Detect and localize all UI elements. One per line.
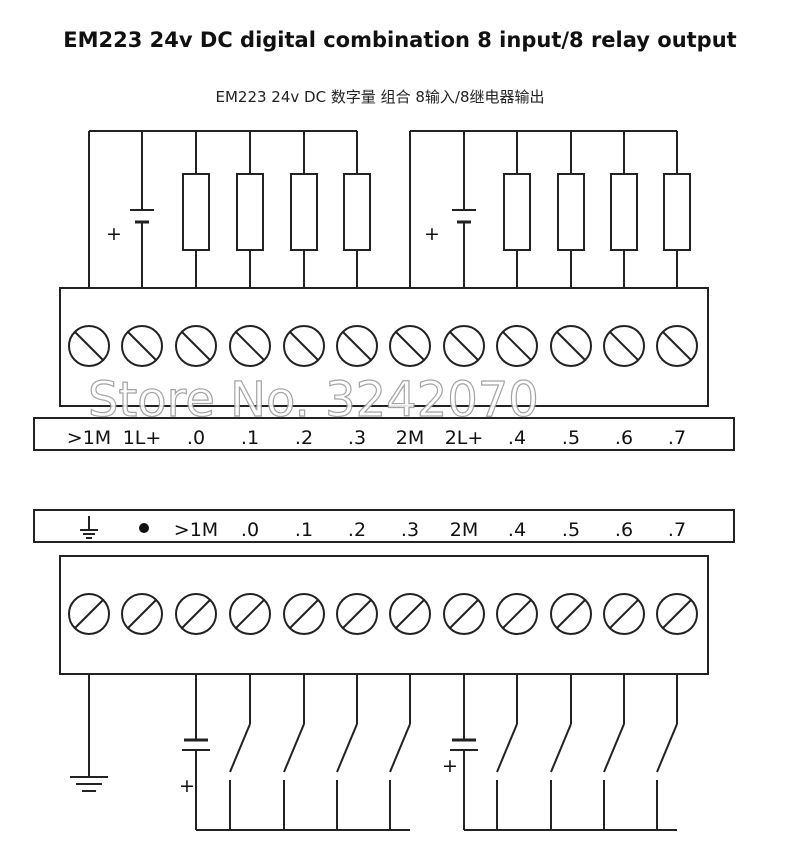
terminal-label: 2M xyxy=(450,519,478,541)
terminal-label: .4 xyxy=(508,519,526,541)
screw-slot xyxy=(556,599,586,629)
plus-sign: + xyxy=(424,223,440,245)
switch-contact xyxy=(656,723,678,773)
plus-sign: + xyxy=(442,755,458,777)
screw-slot xyxy=(662,599,692,629)
output-label-strip xyxy=(33,417,735,451)
input-terminal-block xyxy=(59,555,709,675)
switch-contact xyxy=(229,723,251,773)
screw-slot xyxy=(502,599,532,629)
screw-slot xyxy=(342,331,372,361)
store-watermark: Store No. 3242070 xyxy=(87,371,539,428)
screw-slot xyxy=(127,599,157,629)
screw-slot xyxy=(395,331,425,361)
switch-contact xyxy=(550,723,572,773)
screw-slot xyxy=(127,331,157,361)
screw-slot xyxy=(181,599,211,629)
relay-coil xyxy=(182,173,210,251)
terminal-label: .1 xyxy=(295,519,313,541)
screw-slot xyxy=(289,599,319,629)
input-screws xyxy=(68,593,698,635)
relay-coil xyxy=(610,173,638,251)
relay-coil xyxy=(663,173,691,251)
terminal-label: 2L+ xyxy=(445,427,484,449)
output-terminal-block xyxy=(59,287,709,407)
terminal-label: >1M xyxy=(174,519,218,541)
switch-contact xyxy=(603,723,625,773)
terminal-label: .3 xyxy=(348,427,366,449)
dot-symbol xyxy=(139,523,149,533)
terminal-label: 1L+ xyxy=(123,427,162,449)
screw-slot xyxy=(556,331,586,361)
switch-contact xyxy=(389,723,411,773)
screw-slot xyxy=(235,599,265,629)
output-screws xyxy=(68,325,698,367)
terminal-label: .6 xyxy=(615,519,633,541)
plus-sign: + xyxy=(106,223,122,245)
screw-slot xyxy=(74,331,104,361)
terminal-label: .0 xyxy=(187,427,205,449)
screw-slot xyxy=(449,331,479,361)
input-label-strip xyxy=(33,509,735,543)
terminal-label: .5 xyxy=(562,427,580,449)
switch-contact xyxy=(336,723,358,773)
terminal-label: >1M xyxy=(67,427,111,449)
plus-sign: + xyxy=(179,775,195,797)
screw-slot xyxy=(662,331,692,361)
screw-slot xyxy=(609,331,639,361)
page-title: EM223 24v DC digital combination 8 input… xyxy=(63,28,737,52)
terminal-label: .6 xyxy=(615,427,633,449)
screw-slot xyxy=(395,599,425,629)
terminal-label: .1 xyxy=(241,427,259,449)
terminal-label: .2 xyxy=(348,519,366,541)
terminal-label: .7 xyxy=(668,427,686,449)
relay-coil xyxy=(236,173,264,251)
screw-slot xyxy=(502,331,532,361)
relay-coil xyxy=(290,173,318,251)
output-wiring xyxy=(88,130,691,288)
screw-slot xyxy=(235,331,265,361)
terminal-label: .4 xyxy=(508,427,526,449)
input-labels: >1M .0 .1 .2 .3 2M .4 .5 .6 .7 xyxy=(80,516,686,541)
input-wiring xyxy=(70,674,678,831)
terminal-label: .3 xyxy=(401,519,419,541)
switch-contact xyxy=(496,723,518,773)
screw-slot xyxy=(342,599,372,629)
screw-slot xyxy=(74,599,104,629)
relay-coil xyxy=(343,173,371,251)
terminal-label: .7 xyxy=(668,519,686,541)
relay-coil xyxy=(557,173,585,251)
screw-slot xyxy=(289,331,319,361)
page-subtitle: EM223 24v DC 数字量 组合 8输入/8继电器输出 xyxy=(215,88,545,106)
screw-slot xyxy=(609,599,639,629)
output-labels: >1M 1L+ .0 .1 .2 .3 2M 2L+ .4 .5 .6 .7 xyxy=(67,427,686,449)
terminal-label: 2M xyxy=(396,427,424,449)
screw-slot xyxy=(449,599,479,629)
battery-polarity-labels: + + + + xyxy=(106,223,458,797)
terminal-label: .5 xyxy=(562,519,580,541)
switch-contact xyxy=(283,723,305,773)
terminal-label: .0 xyxy=(241,519,259,541)
screw-slot xyxy=(181,331,211,361)
relay-coil xyxy=(503,173,531,251)
terminal-label: .2 xyxy=(295,427,313,449)
